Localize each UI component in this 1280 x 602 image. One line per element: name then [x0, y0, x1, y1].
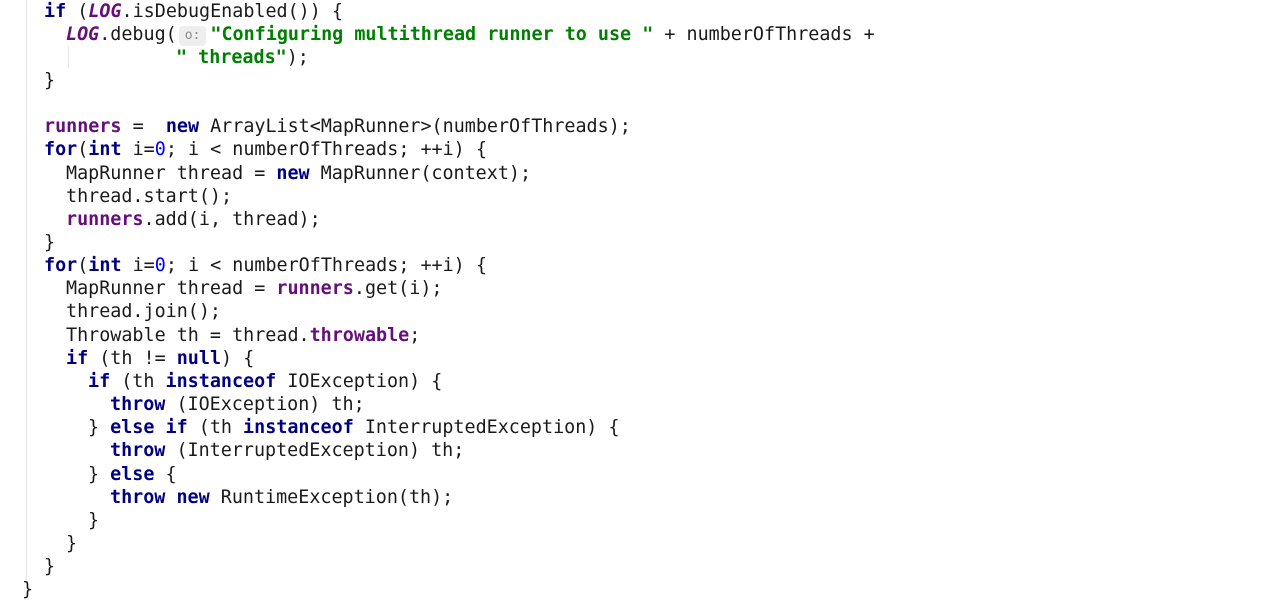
code-token: } [88, 463, 111, 485]
code-token: + numberOfThreads + [653, 23, 875, 45]
code-token: if [66, 347, 89, 369]
code-token: .debug( [99, 23, 177, 45]
code-token: runners [66, 208, 144, 230]
code-token: (IOException) th; [165, 394, 365, 416]
code-token: ) { [221, 347, 255, 369]
code-token: "Configuring multithread runner to use " [210, 23, 654, 45]
code-token [165, 487, 176, 508]
code-token: ArrayList<MapRunner>(numberOfThreads); [199, 116, 631, 138]
code-token: instanceof [243, 417, 354, 439]
code-line[interactable]: for(int i=0; i < numberOfThreads; ++i) { [44, 138, 487, 161]
code-line[interactable]: } [44, 231, 55, 254]
code-token: MapRunner thread = [66, 278, 277, 300]
code-token: (th != [88, 347, 177, 369]
code-line[interactable]: MapRunner thread = runners.get(i); [66, 277, 442, 300]
code-line[interactable]: thread.join(); [66, 300, 221, 323]
code-token: throw [110, 394, 166, 416]
code-token: else [110, 463, 155, 485]
code-token: ); [286, 46, 309, 68]
parameter-hint: o: [178, 25, 207, 46]
code-token: Throwable th = thread. [66, 324, 310, 346]
code-token: = [121, 116, 166, 138]
code-line[interactable]: } else { [88, 463, 177, 486]
code-token: .add(i, thread); [143, 208, 321, 230]
code-token: else if [110, 417, 188, 439]
code-token: null [176, 347, 222, 369]
code-token: runners [276, 278, 354, 300]
code-token: " threads" [176, 46, 287, 68]
code-token: 0 [154, 139, 166, 161]
code-token: 0 [154, 255, 166, 277]
code-token: { [154, 463, 177, 485]
code-token: ( [77, 255, 89, 277]
code-token: int [88, 139, 122, 161]
code-token: thread.join(); [66, 301, 222, 323]
code-line[interactable]: if (th instanceof IOException) { [88, 370, 442, 393]
code-token: new [176, 486, 210, 508]
code-token: } [44, 556, 56, 578]
code-line[interactable]: } else if (th instanceof InterruptedExce… [88, 416, 620, 439]
code-token: i= [121, 255, 155, 277]
code-line[interactable]: if (LOG.isDebugEnabled()) { [44, 0, 343, 23]
code-token: .get(i); [353, 278, 443, 300]
code-line[interactable]: if (th != null) { [66, 347, 254, 370]
code-token: IOException) { [276, 370, 443, 392]
code-token: ; i < numberOfThreads; ++i) { [165, 255, 487, 277]
code-token: runners [44, 116, 122, 138]
code-token: if [88, 370, 111, 392]
code-line[interactable]: LOG.debug(o:"Configuring multithread run… [66, 23, 875, 46]
code-line[interactable]: throw (IOException) th; [110, 393, 365, 416]
code-token: instanceof [165, 370, 277, 392]
code-token: MapRunner thread = [66, 162, 277, 184]
code-token: } [88, 509, 100, 531]
code-token: ; i < numberOfThreads; ++i) { [165, 139, 487, 161]
code-token: } [88, 417, 111, 439]
code-token: thread.start(); [66, 185, 233, 207]
code-line[interactable]: } [44, 555, 55, 578]
code-token: InterruptedException) { [353, 417, 620, 439]
code-token: } [22, 579, 34, 601]
code-token: int [88, 255, 122, 277]
indent-guide [26, 0, 27, 580]
code-token: ( [77, 139, 89, 161]
code-token: (InterruptedException) th; [165, 440, 465, 462]
code-line[interactable]: } [66, 532, 77, 555]
code-line[interactable]: runners = new ArrayList<MapRunner>(numbe… [44, 115, 631, 138]
code-line[interactable]: for(int i=0; i < numberOfThreads; ++i) { [44, 254, 487, 277]
code-line[interactable]: Throwable th = thread.throwable; [66, 324, 420, 347]
code-token: ( [66, 0, 89, 22]
code-token: for [44, 139, 78, 161]
code-line[interactable]: throw new RuntimeException(th); [110, 486, 453, 509]
code-token: } [66, 532, 78, 554]
code-token: i= [121, 139, 155, 161]
code-line[interactable]: throw (InterruptedException) th; [110, 439, 464, 462]
code-line[interactable]: MapRunner thread = new MapRunner(context… [66, 162, 531, 185]
code-token: throw [110, 486, 166, 508]
code-token: .isDebugEnabled()) { [121, 0, 343, 22]
code-token: ; [409, 324, 421, 346]
code-token: new [165, 116, 200, 138]
code-token: throwable [309, 324, 410, 346]
code-token: if [44, 0, 67, 22]
code-token: for [44, 255, 78, 277]
code-line[interactable]: " threads"); [176, 46, 309, 69]
code-line[interactable]: runners.add(i, thread); [66, 208, 321, 231]
code-token: new [276, 162, 310, 184]
code-token: (th [110, 370, 166, 392]
indent-guide [68, 46, 69, 68]
code-line[interactable]: } [88, 509, 99, 532]
code-token: (th [187, 417, 244, 439]
code-line[interactable]: } [44, 69, 55, 92]
code-token: MapRunner(context); [309, 162, 532, 184]
code-line[interactable]: } [22, 578, 33, 601]
code-token: } [44, 69, 56, 91]
code-token: RuntimeException(th); [209, 486, 454, 508]
code-line[interactable]: thread.start(); [66, 185, 232, 208]
code-token: } [44, 232, 56, 253]
code-token: LOG [88, 0, 122, 22]
code-token: throw [110, 440, 166, 462]
code-token: LOG [66, 23, 100, 45]
